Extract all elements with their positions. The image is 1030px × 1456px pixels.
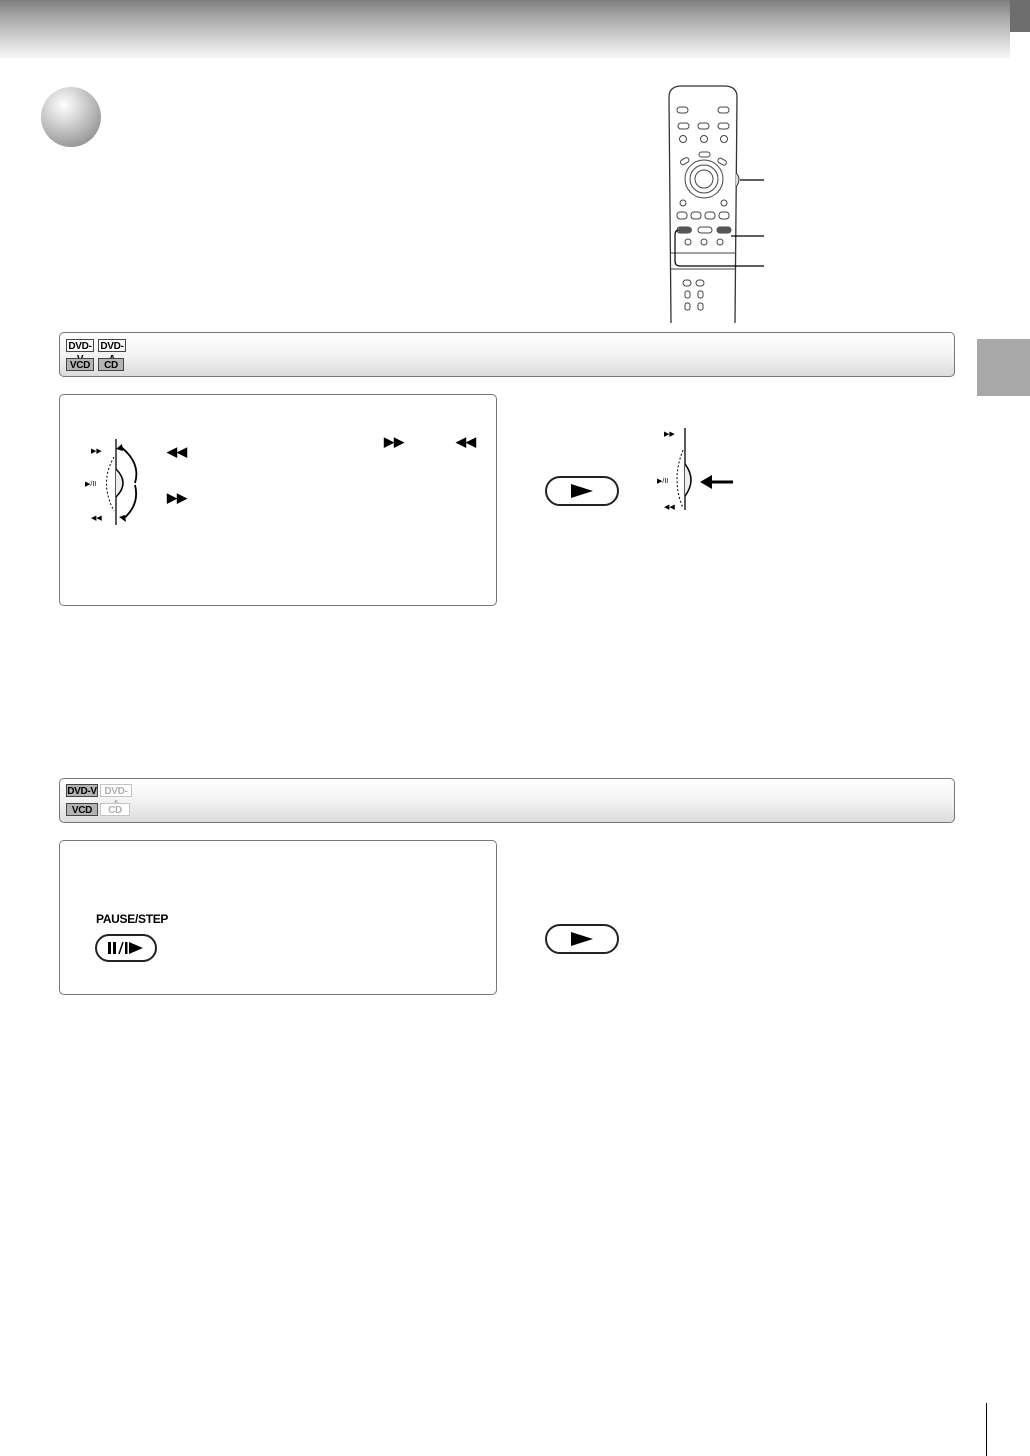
page-number-rule [986,1403,987,1456]
svg-text:▶/II: ▶/II [657,478,668,485]
shuttle-panel: ▶▶ ◀◀ ▶▶ ▶/II ◀◀ ◀◀ ▶▶ [59,394,497,606]
section-bullet-icon [41,87,101,147]
fast-forward-icon: ▶▶ [384,434,404,449]
disc-type-bar-2: DVD-V DVD-A VCD CD [59,778,955,823]
play-icon [571,932,593,946]
chapter-side-tab [977,339,1030,396]
fast-reverse-icon: ◀◀ [167,444,187,459]
svg-text:▶/II: ▶/II [85,481,96,488]
disc-badge-vcd: VCD [66,803,98,816]
disc-badge-dvd-audio: DVD-A [98,339,126,365]
pause-step-button[interactable] [95,934,157,962]
disc-badge-dvd-video: DVD-V [66,784,98,797]
disc-badge-vcd: VCD [66,358,94,371]
header-corner-block [1010,0,1030,32]
svg-text:▶▶: ▶▶ [664,431,675,438]
disc-type-bar-1: DVD-V DVD-A VCD CD [59,332,955,377]
disc-badge-dvd-video: DVD-V [66,339,94,365]
play-button[interactable] [545,924,619,954]
pause-step-label: PAUSE/STEP [96,912,169,926]
jog-shuttle-icon: ▶▶ ▶/II ◀◀ [85,439,138,525]
jog-shuttle-icon: ▶▶ ▶/II ◀◀ [657,428,733,511]
fast-reverse-icon: ◀◀ [456,434,476,449]
fast-forward-icon: ▶▶ [167,490,187,505]
disc-badge-dvd-audio: DVD-A [100,784,132,810]
svg-text:◀◀: ◀◀ [91,515,102,522]
disc-badge-cd: CD [98,358,124,371]
pause-step-panel [59,840,497,995]
svg-text:◀◀: ◀◀ [664,504,675,511]
disc-badge-cd: CD [100,803,130,816]
play-button[interactable] [545,476,619,506]
remote-control-icon [668,85,764,323]
play-icon [571,484,593,498]
pause-step-icon [108,941,143,955]
svg-text:▶▶: ▶▶ [91,448,102,455]
page-header-band [0,0,1010,58]
